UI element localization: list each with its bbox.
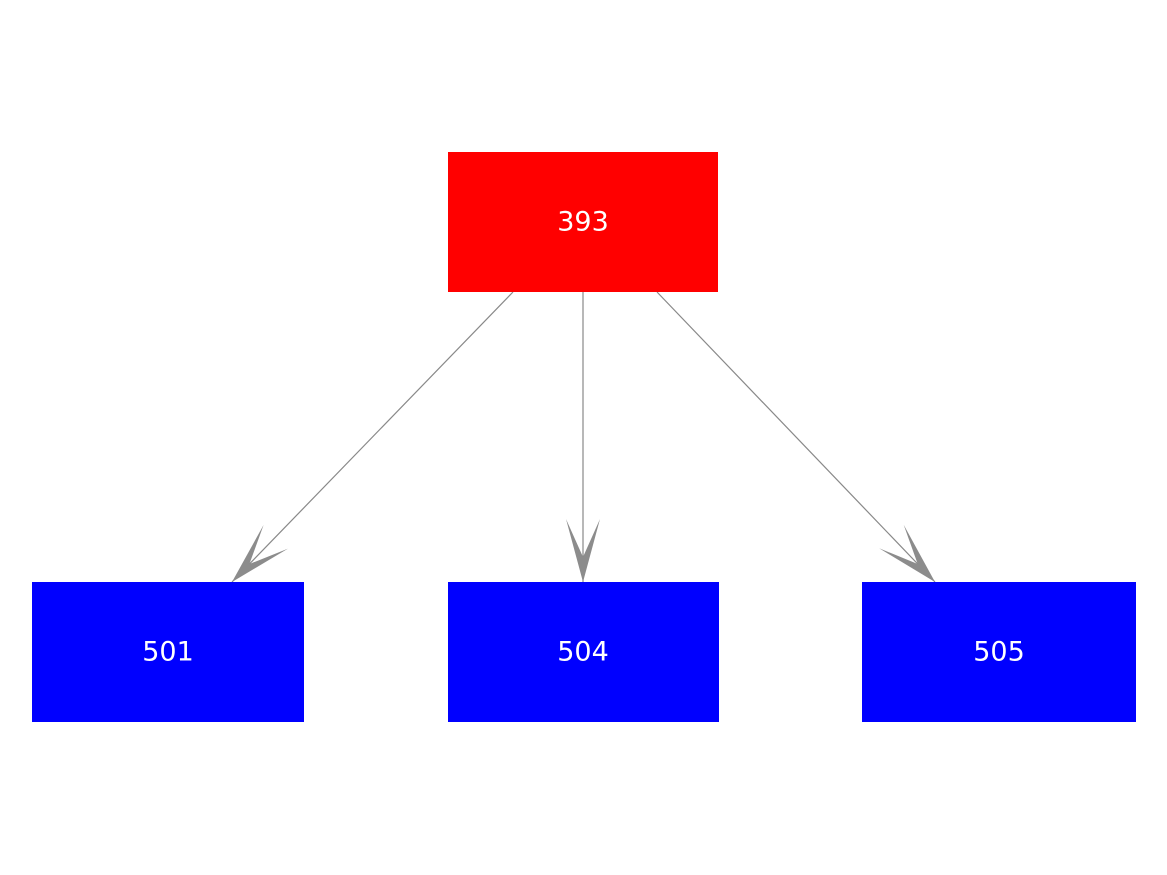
edge-393-501: [231, 291, 514, 583]
node-393[interactable]: 393: [448, 152, 718, 292]
node-504-label: 504: [557, 637, 609, 668]
node-501-label: 501: [142, 637, 194, 668]
edge-393-505: [656, 291, 936, 583]
node-505-label: 505: [973, 637, 1025, 668]
node-504-box[interactable]: [448, 582, 719, 722]
edge-group: [231, 291, 936, 583]
node-393-box[interactable]: [448, 152, 718, 292]
node-504[interactable]: 504: [448, 582, 719, 722]
node-505-box[interactable]: [862, 582, 1136, 722]
node-501[interactable]: 501: [32, 582, 304, 722]
node-505[interactable]: 505: [862, 582, 1136, 722]
node-393-label: 393: [557, 207, 609, 238]
node-501-box[interactable]: [32, 582, 304, 722]
